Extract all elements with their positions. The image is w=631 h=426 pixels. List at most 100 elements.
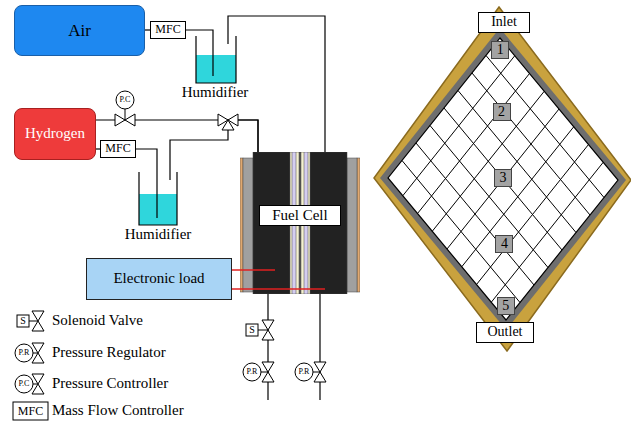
- node-label: Humidifier: [182, 84, 249, 101]
- legend-symbol-tag: MFC: [18, 405, 43, 417]
- legend-entry: Solenoid Valve: [52, 312, 143, 329]
- port-label-box: Inlet: [478, 12, 530, 33]
- valve-symbol: [314, 362, 326, 372]
- actuator-line: [29, 321, 38, 322]
- load-wire: [240, 288, 325, 290]
- node-label: MFC: [155, 23, 180, 37]
- callout-number: 1: [491, 41, 509, 59]
- legend-text: Pressure Regulator: [52, 344, 166, 361]
- node-label: Electronic load: [113, 270, 204, 287]
- node-label: MFC: [105, 142, 130, 156]
- end-plate: [357, 158, 360, 292]
- load-wire: [232, 269, 240, 271]
- pipe-connector: [136, 149, 157, 170]
- fuel-cell-stack: Fuel Cell: [240, 152, 360, 294]
- mfc-sample-box: [13, 402, 48, 420]
- callout-number: 4: [495, 235, 513, 253]
- port-label-box: Outlet: [476, 322, 534, 343]
- grid-line: [444, 108, 562, 250]
- legend-symbol-tag: S: [20, 316, 26, 326]
- valve-tag: S: [249, 325, 255, 335]
- legend-entry: Mass Flow Controller: [52, 402, 184, 419]
- outlet-tube: [169, 170, 170, 180]
- controller-circle: [116, 91, 134, 109]
- valve-symbol: [262, 330, 274, 340]
- exhaust-pipe: [267, 294, 268, 400]
- solenoid-box: [17, 315, 29, 327]
- regulator-circle: [295, 363, 313, 381]
- valve-symbol: [32, 321, 44, 331]
- inlet-tube: [156, 170, 157, 218]
- grid-line: [458, 91, 576, 233]
- valve-symbol: [115, 114, 125, 126]
- legend-entry: Pressure Regulator: [52, 344, 166, 361]
- callout-number: 5: [497, 297, 515, 315]
- node-label: Humidifier: [125, 226, 192, 243]
- gas-source-box: Hydrogen: [14, 108, 96, 160]
- valve-symbol: [32, 374, 44, 384]
- legend-text: Pressure Controller: [52, 375, 168, 392]
- legend-text: Mass Flow Controller: [52, 402, 184, 419]
- valve-symbol: [32, 311, 44, 321]
- callout-number: 3: [494, 169, 512, 187]
- node-label: Outlet: [488, 324, 523, 340]
- valve-symbol: [314, 372, 326, 382]
- actuator-line: [313, 372, 320, 373]
- valve-tag: P.R: [247, 368, 258, 376]
- legend-text: Solenoid Valve: [52, 312, 143, 329]
- current-collector: [243, 158, 253, 292]
- node-label: Air: [68, 21, 91, 41]
- legend-entry: Pressure Controller: [52, 375, 168, 392]
- pipe-connector: [186, 30, 213, 34]
- grid-line: [416, 143, 534, 285]
- plate-rim: [380, 28, 626, 330]
- valve-symbol: [32, 353, 44, 363]
- current-collector: [347, 158, 357, 292]
- outlet-tube: [227, 34, 228, 44]
- solenoid-box: [246, 324, 258, 336]
- humidifier-beaker: [177, 34, 253, 84]
- legend-symbol-tag: P.R: [19, 349, 30, 357]
- actuator-line: [258, 330, 268, 331]
- water: [196, 55, 236, 83]
- valve-symbol: [32, 384, 44, 394]
- regulator-circle: [15, 344, 33, 362]
- grid-line: [430, 126, 548, 268]
- water: [139, 194, 177, 225]
- end-plate: [240, 158, 243, 292]
- load-wire: [240, 269, 275, 271]
- grid-line: [472, 73, 590, 215]
- actuator-line: [261, 372, 268, 373]
- node-label: Inlet: [491, 14, 517, 30]
- grid-line: [486, 56, 604, 198]
- mfc-box: MFC: [150, 21, 186, 39]
- mfc-box: MFC: [100, 140, 136, 158]
- callout-number: 2: [493, 103, 511, 121]
- node-label: Hydrogen: [25, 125, 85, 142]
- plate-frame: [374, 7, 631, 351]
- grid-lines: [402, 56, 604, 303]
- valve-symbol: [125, 114, 135, 126]
- flow-field-grid: [388, 38, 618, 320]
- controller-circle: [15, 375, 33, 393]
- exhaust-pipe: [319, 294, 320, 400]
- valve-tag: P.R: [299, 368, 310, 376]
- humidifier-beaker: [120, 170, 196, 226]
- gas-source-box: Air: [14, 5, 145, 56]
- inlet-tube: [212, 34, 213, 76]
- three-way-valve: [222, 120, 234, 130]
- valve-symbol: [262, 372, 274, 382]
- node-label: Fuel Cell: [259, 205, 341, 226]
- valve-stem: [125, 109, 126, 120]
- humidifier: Humidifier: [120, 170, 196, 244]
- valve-symbol: [32, 343, 44, 353]
- beaker-outline: [139, 172, 177, 225]
- grid-line: [402, 161, 520, 303]
- valve-tag: P.C: [120, 96, 131, 104]
- humidifier: Humidifier: [177, 34, 253, 102]
- grid-line: [447, 109, 559, 249]
- regulator-circle: [243, 363, 261, 381]
- valve-symbol: [262, 320, 274, 330]
- valve-symbol: [262, 362, 274, 372]
